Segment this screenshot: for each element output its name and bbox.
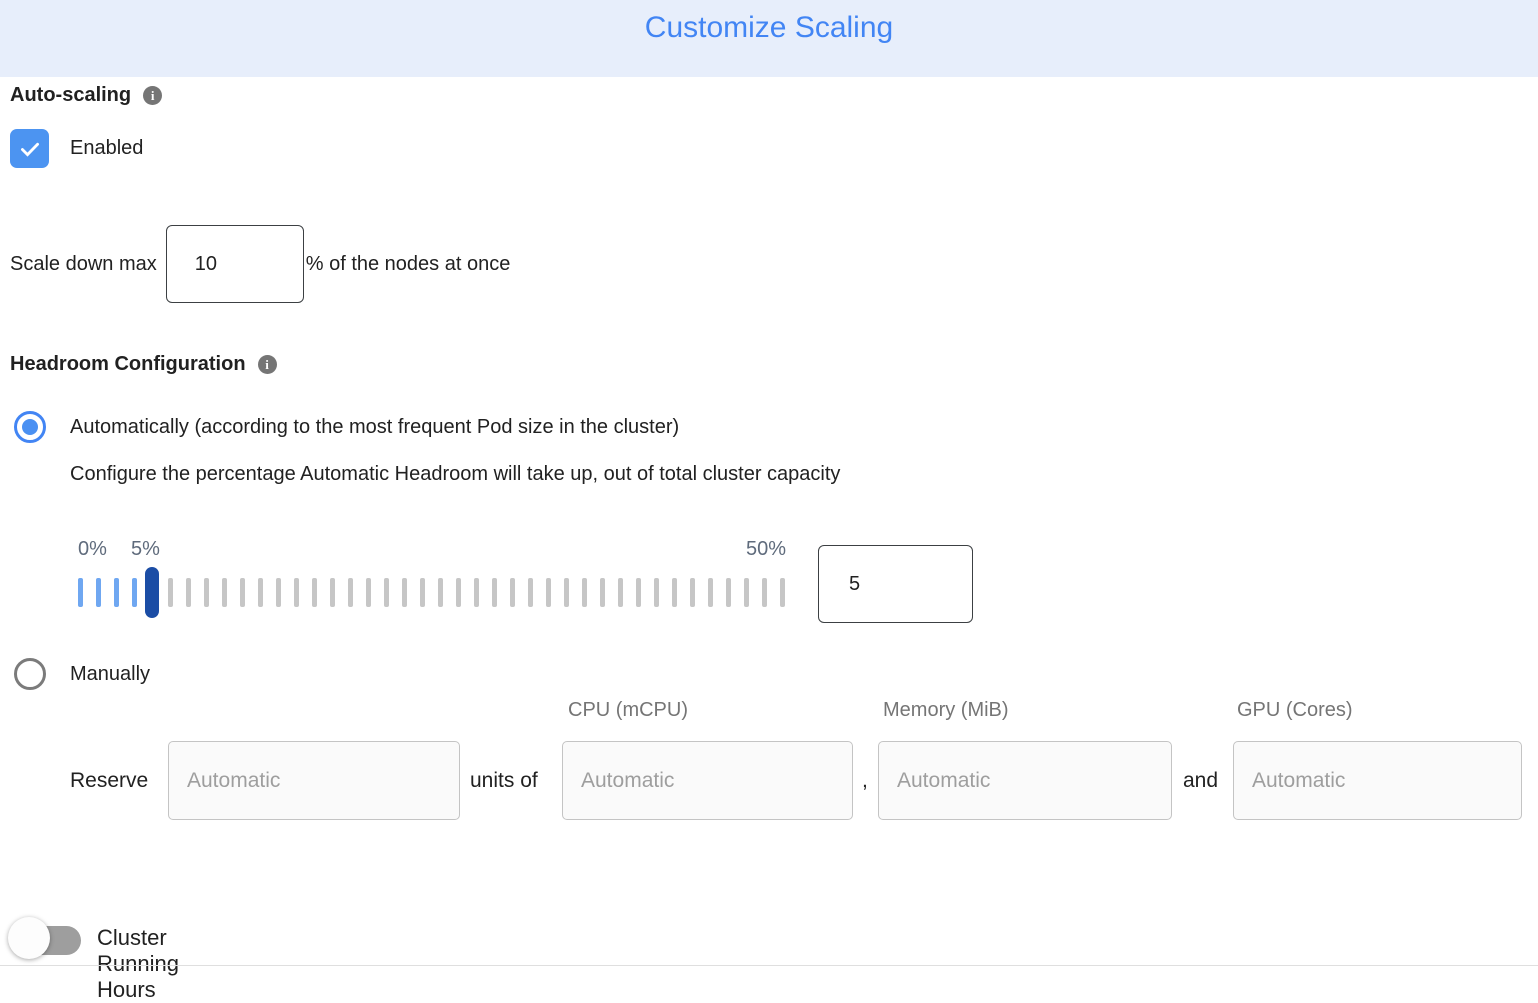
slider-tick (564, 578, 569, 607)
checkmark-icon (20, 142, 39, 157)
headroom-percentage-input[interactable] (818, 545, 973, 623)
slider-tick (654, 578, 659, 607)
reserve-cpu-input[interactable] (562, 741, 853, 820)
enabled-checkbox[interactable] (10, 129, 49, 168)
slider-tick (294, 578, 299, 607)
slider-tick (186, 578, 191, 607)
slider-tick (168, 578, 173, 607)
toggle-knob[interactable] (8, 917, 50, 959)
slider-tick (690, 578, 695, 607)
slider-tick (204, 578, 209, 607)
automatic-radio-row: Automatically (according to the most fre… (14, 411, 679, 443)
info-icon[interactable]: i (257, 355, 277, 374)
reserve-memory-input[interactable] (878, 741, 1172, 820)
auto-scaling-label: Auto-scaling (10, 84, 132, 106)
info-icon[interactable]: i (143, 86, 163, 105)
slider-thumb[interactable] (145, 567, 159, 618)
automatic-radio[interactable] (14, 411, 46, 443)
slider-tick (744, 578, 749, 607)
bottom-divider (0, 965, 1538, 966)
auto-scaling-section-header: Auto-scaling i (10, 84, 163, 107)
enabled-checkbox-row: Enabled (10, 129, 143, 168)
enabled-checkbox-label: Enabled (70, 137, 144, 159)
gpu-column-header: GPU (Cores) (1237, 699, 1353, 721)
slider-tick (582, 578, 587, 607)
manually-radio-row: Manually (14, 658, 150, 690)
slider-tick (330, 578, 335, 607)
units-of-label: units of (470, 768, 538, 792)
slider-tick (636, 578, 641, 607)
slider-tick (402, 578, 407, 607)
reserve-units-input[interactable] (168, 741, 460, 820)
slider-tick (132, 578, 137, 607)
scale-down-row: Scale down max % of the nodes at once (10, 225, 510, 303)
headroom-config-label: Headroom Configuration (10, 353, 246, 375)
slider-tick (672, 578, 677, 607)
slider-tick (114, 578, 119, 607)
reserve-gpu-input[interactable] (1233, 741, 1522, 820)
slider-tick (312, 578, 317, 607)
slider-tick (492, 578, 497, 607)
slider-tick (510, 578, 515, 607)
slider-tick (384, 578, 389, 607)
dialog-title: Customize Scaling (644, 11, 894, 44)
manually-radio-label: Manually (70, 662, 151, 685)
memory-column-header: Memory (MiB) (883, 699, 1009, 721)
slider-tick (600, 578, 605, 607)
slider-track[interactable] (78, 578, 785, 607)
reserve-label: Reserve (70, 768, 149, 792)
slider-tick (240, 578, 245, 607)
slider-min-label: 0% (78, 538, 107, 560)
slider-tick (276, 578, 281, 607)
slider-tick (780, 578, 785, 607)
and-label: and (1183, 768, 1219, 792)
scale-down-prefix: Scale down max (10, 252, 157, 275)
slider-tick (348, 578, 353, 607)
slider-tick (528, 578, 533, 607)
slider-tick (420, 578, 425, 607)
slider-tick (762, 578, 767, 607)
headroom-section-header: Headroom Configuration i (10, 353, 277, 376)
slider-tick (546, 578, 551, 607)
headroom-slider[interactable]: 0% 5% 50% (78, 538, 818, 623)
cluster-running-hours-label: Cluster Running Hours (97, 925, 179, 1002)
headroom-auto-description: Configure the percentage Automatic Headr… (70, 463, 841, 485)
slider-tick (222, 578, 227, 607)
slider-tick (258, 578, 263, 607)
scale-down-max-input[interactable] (165, 225, 304, 303)
slider-tick (708, 578, 713, 607)
scale-down-suffix: % of the nodes at once (305, 252, 511, 275)
slider-tick (456, 578, 461, 607)
slider-current-label: 5% (131, 538, 160, 560)
slider-tick (366, 578, 371, 607)
cpu-column-header: CPU (mCPU) (568, 699, 688, 721)
comma-separator: , (862, 768, 868, 792)
manually-radio[interactable] (14, 658, 46, 690)
slider-tick (474, 578, 479, 607)
radio-selected-dot (22, 419, 38, 435)
slider-tick (726, 578, 731, 607)
slider-tick (78, 578, 83, 607)
slider-max-label: 50% (746, 538, 787, 560)
manual-reserve-row: Reserve units of , and (0, 741, 1538, 820)
slider-tick (438, 578, 443, 607)
automatic-radio-label: Automatically (according to the most fre… (70, 415, 680, 438)
dialog-header: Customize Scaling (0, 0, 1538, 77)
slider-tick (96, 578, 101, 607)
slider-tick (618, 578, 623, 607)
